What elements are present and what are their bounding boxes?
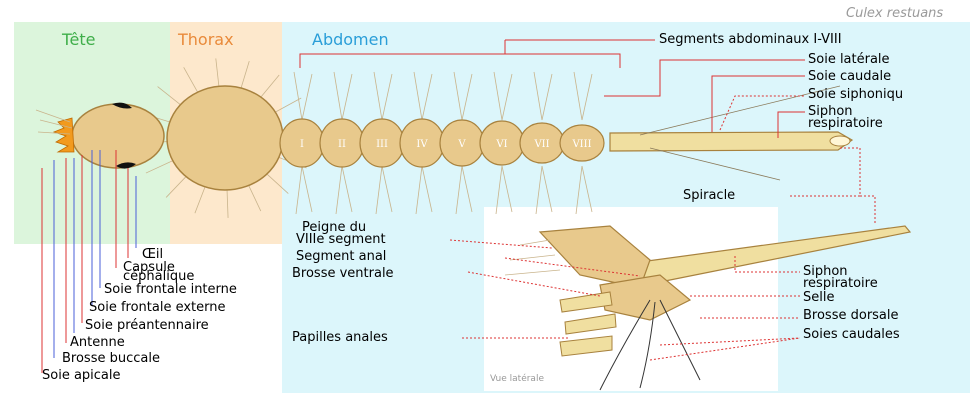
- segment-label: I: [300, 139, 304, 150]
- label-papilles-anales: Papilles anales: [292, 332, 388, 344]
- segment-label: VII: [533, 139, 549, 150]
- segment-label: III: [376, 139, 388, 150]
- label-soie-preantennaire: Soie préantennaire: [85, 320, 209, 332]
- label-peigne-2: VIIIe segment: [296, 234, 386, 246]
- segment-label: V: [457, 139, 466, 150]
- section-thorax: Thorax: [178, 30, 234, 49]
- section-tete: Tête: [62, 30, 95, 49]
- label-soie-frontale-externe: Soie frontale externe: [89, 302, 226, 314]
- label-soie-caudale: Soie caudale: [808, 71, 891, 83]
- label-soie-siphonique: Soie siphoniqu: [808, 89, 903, 101]
- label-soie-laterale: Soie latérale: [808, 54, 890, 66]
- segment-label: II: [338, 139, 346, 150]
- label-soie-frontale-interne: Soie frontale interne: [104, 284, 237, 296]
- label-brosse-dorsale: Brosse dorsale: [803, 310, 899, 322]
- label-selle: Selle: [803, 292, 834, 304]
- segment-label: VIII: [571, 139, 591, 150]
- label-siphon-respiratoire-2b: respiratoire: [803, 278, 878, 290]
- label-antenne: Antenne: [70, 337, 125, 349]
- label-soie-apicale: Soie apicale: [42, 370, 121, 382]
- label-segments-abdominaux: Segments abdominaux I-VIII: [659, 34, 842, 46]
- section-abdomen: Abdomen: [312, 30, 389, 49]
- diagram-title: Culex restuans: [846, 6, 943, 21]
- label-soies-caudales: Soies caudales: [803, 329, 900, 341]
- label-spiracle: Spiracle: [683, 190, 735, 202]
- label-siphon-respiratoire-1b: respiratoire: [808, 118, 883, 130]
- label-segment-anal: Segment anal: [296, 251, 386, 263]
- segment-label: IV: [416, 139, 428, 150]
- lateral-view-caption: Vue latérale: [490, 374, 544, 384]
- thorax-body: [167, 86, 283, 190]
- label-brosse-buccale: Brosse buccale: [62, 353, 160, 365]
- segment-label: VI: [495, 139, 507, 150]
- label-brosse-ventrale: Brosse ventrale: [292, 268, 394, 280]
